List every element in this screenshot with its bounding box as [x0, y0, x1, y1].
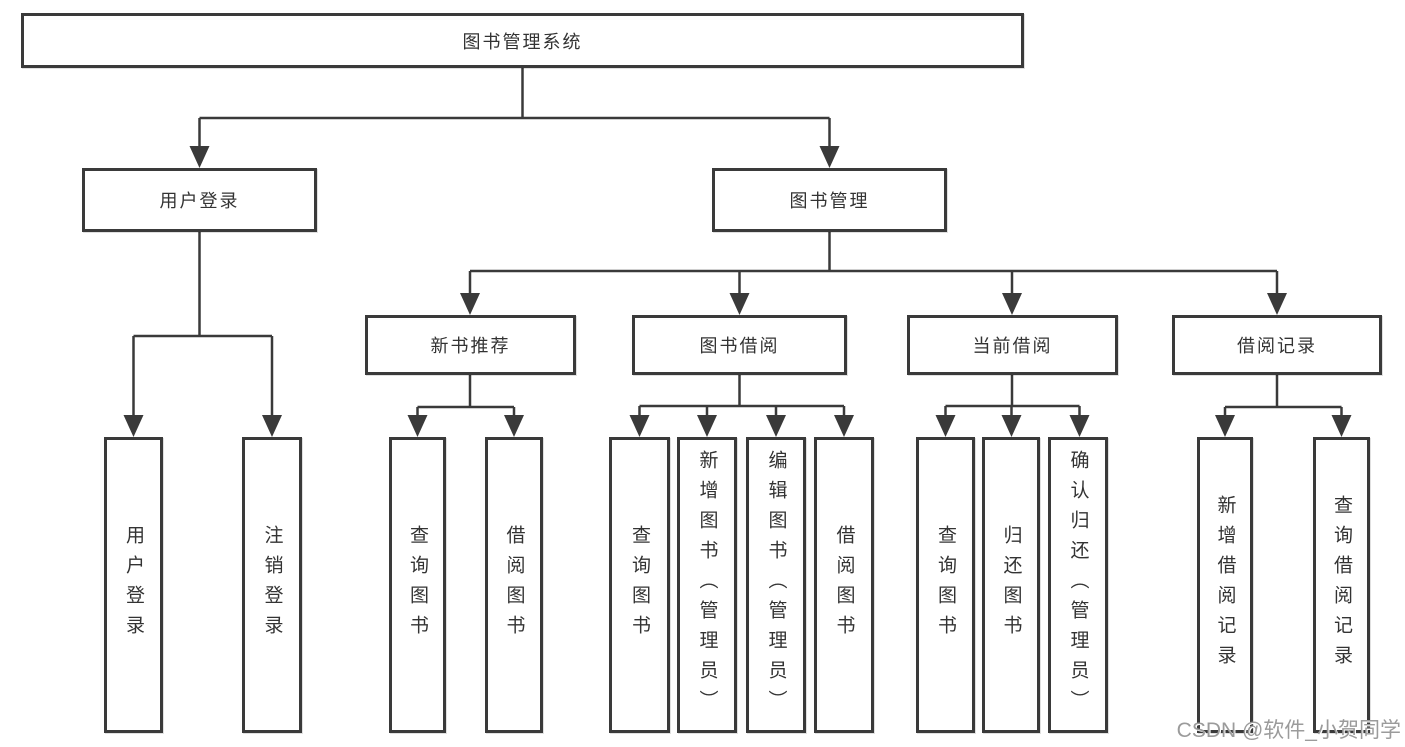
leaf-borrow-books: 借阅图书 [485, 437, 543, 733]
node-user-login: 用户登录 [82, 168, 317, 232]
leaf-add-books-admin: 新增图书（管理员） [677, 437, 737, 733]
leaf-label: 借阅图书 [503, 525, 525, 645]
node-label: 图书管理系统 [462, 31, 583, 52]
leaf-label: 查询图书 [407, 525, 428, 645]
leaf-confirm-return-admin: 确认归还（管理员） [1048, 437, 1108, 733]
leaf-label: 新增借阅记录 [1214, 495, 1236, 675]
leaf-label: 归还图书 [1000, 525, 1022, 645]
leaf-user-login: 用户登录 [104, 437, 163, 733]
leaf-query-borrow-record: 查询借阅记录 [1313, 437, 1370, 733]
leaf-query-books: 查询图书 [389, 437, 446, 733]
leaf-label: 注销登录 [261, 525, 283, 645]
node-label: 新书推荐 [430, 336, 511, 356]
node-new-book-recommend: 新书推荐 [365, 315, 576, 375]
leaf-edit-books-admin: 编辑图书（管理员） [746, 437, 806, 733]
node-label: 借阅记录 [1237, 336, 1317, 356]
node-book-borrow: 图书借阅 [632, 315, 847, 375]
leaf-query-books: 查询图书 [609, 437, 670, 733]
node-root-system: 图书管理系统 [21, 13, 1024, 68]
leaf-label: 查询图书 [629, 525, 650, 645]
csdn-watermark: CSDN @软件_小贺同学 [1176, 719, 1401, 742]
leaf-label: 编辑图书（管理员） [765, 450, 787, 720]
arrowhead-icons [123, 146, 1352, 437]
node-borrow-record: 借阅记录 [1172, 315, 1382, 375]
node-label: 图书借阅 [699, 336, 780, 356]
node-label: 当前借阅 [972, 336, 1053, 356]
node-current-borrow: 当前借阅 [907, 315, 1118, 375]
leaf-label: 用户登录 [123, 525, 144, 645]
leaf-logout: 注销登录 [242, 437, 302, 733]
node-label: 图书管理 [789, 191, 870, 211]
leaf-label: 新增图书（管理员） [696, 450, 718, 720]
leaf-label: 查询图书 [935, 525, 956, 645]
leaf-label: 确认归还（管理员） [1067, 450, 1089, 720]
leaf-add-borrow-record: 新增借阅记录 [1197, 437, 1253, 733]
leaf-return-books: 归还图书 [982, 437, 1040, 733]
leaf-query-books: 查询图书 [916, 437, 975, 733]
node-label: 用户登录 [159, 191, 240, 211]
leaf-label: 借阅图书 [833, 525, 855, 645]
leaf-borrow-books: 借阅图书 [814, 437, 874, 733]
node-book-management: 图书管理 [712, 168, 947, 232]
leaf-label: 查询借阅记录 [1331, 495, 1352, 675]
